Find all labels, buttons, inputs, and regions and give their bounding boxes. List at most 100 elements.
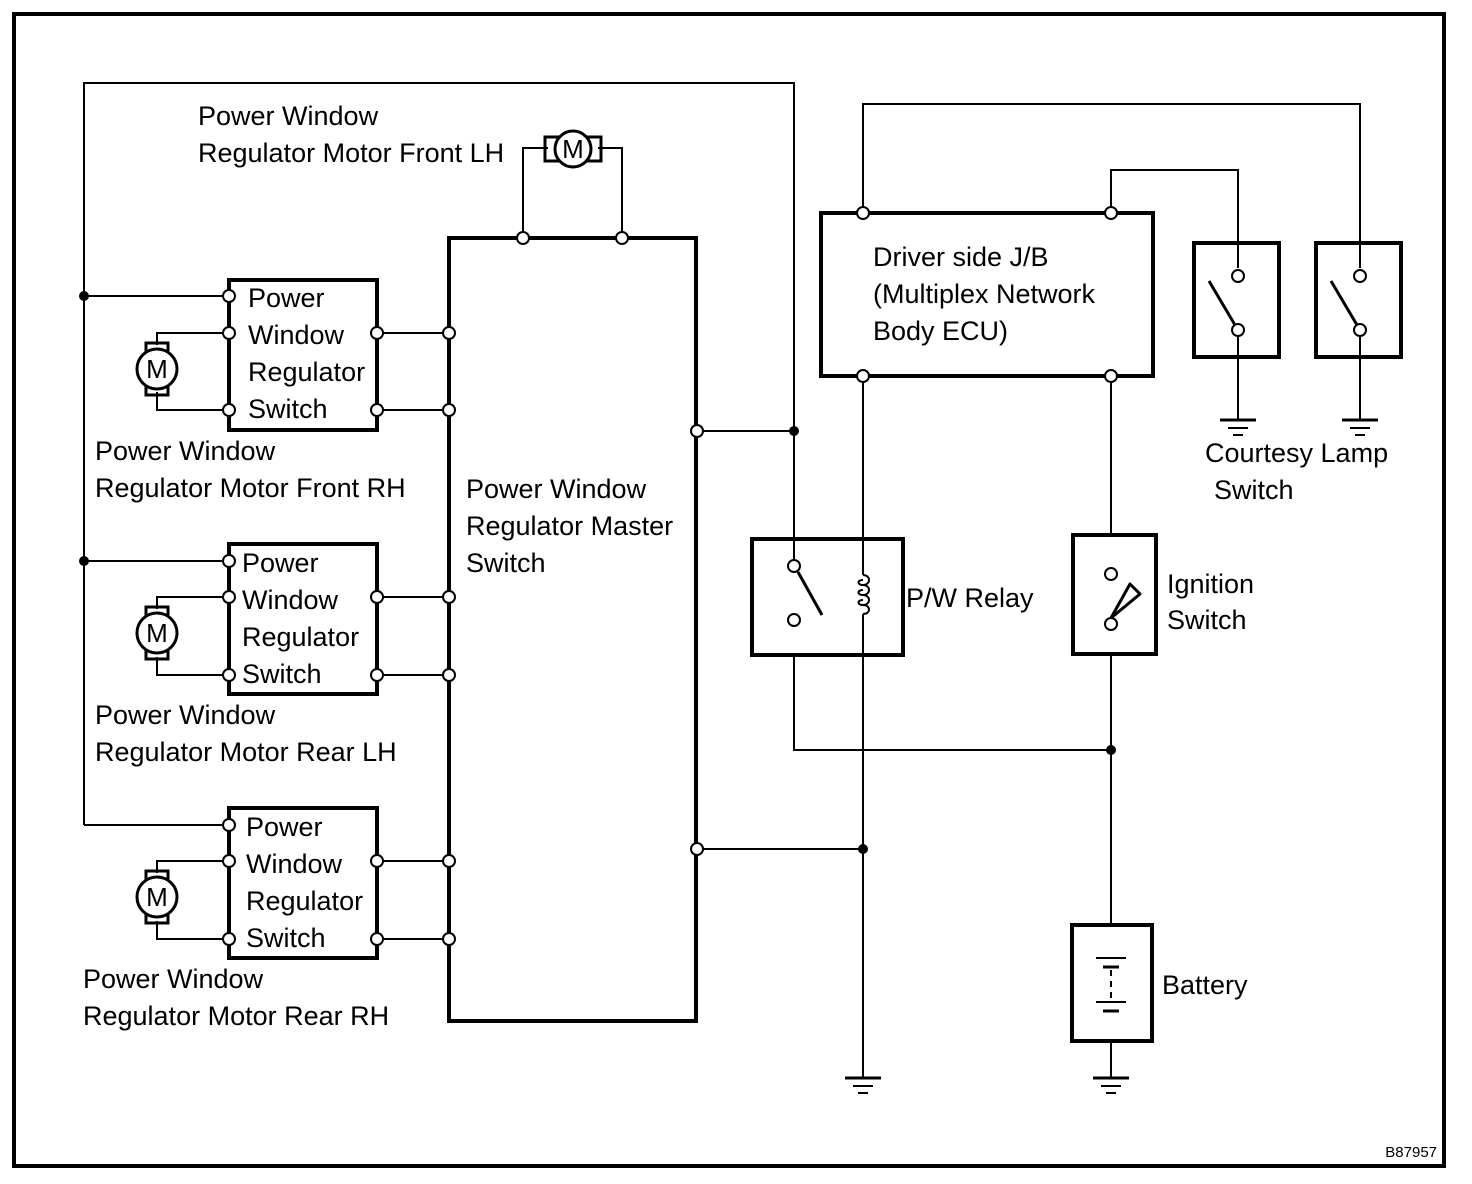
courtesy-lamp-switch-1 bbox=[1192, 241, 1281, 359]
battery-label: Battery bbox=[1162, 970, 1248, 1000]
ground-icon bbox=[845, 1076, 881, 1094]
motor-rear-lh-label-2: Regulator Motor Rear LH bbox=[95, 737, 397, 767]
switch-label: Regulator bbox=[246, 886, 363, 916]
switch-rear-lh: M Power Window Regulator Switch bbox=[135, 542, 449, 696]
relay-coil-loops bbox=[857, 579, 864, 606]
terminal bbox=[370, 590, 384, 604]
terminal bbox=[1231, 269, 1245, 283]
switch-label: Window bbox=[248, 320, 345, 350]
terminal bbox=[222, 289, 236, 303]
terminal bbox=[370, 403, 384, 417]
motor-front-lh-label-1: Power Window bbox=[198, 101, 379, 131]
wire bbox=[156, 392, 229, 411]
terminal bbox=[222, 932, 236, 946]
switch-label: Power bbox=[246, 812, 323, 842]
master-switch-label-2: Regulator Master bbox=[466, 511, 673, 541]
switch-rear-rh: M Power Window Regulator Switch bbox=[135, 806, 449, 960]
switch-front-rh-box bbox=[227, 278, 379, 432]
ignition-label-2: Switch bbox=[1167, 605, 1247, 635]
terminal bbox=[1353, 269, 1367, 283]
junction-block-label-3: Body ECU) bbox=[873, 316, 1008, 346]
relay-contact-icon bbox=[796, 571, 824, 616]
switch-rear-lh-box bbox=[227, 542, 379, 696]
ground-icon bbox=[1220, 418, 1256, 436]
terminal bbox=[370, 668, 384, 682]
switch-label: Window bbox=[246, 849, 343, 879]
terminal bbox=[442, 590, 456, 604]
switch-label: Switch bbox=[246, 923, 326, 953]
switch-box bbox=[1192, 241, 1281, 359]
relay-box bbox=[750, 537, 905, 657]
ignition-switch bbox=[1071, 533, 1158, 656]
switch-label: Window bbox=[242, 585, 339, 615]
motor-front-lh-wire-left bbox=[522, 147, 548, 238]
pw-relay-label: P/W Relay bbox=[906, 583, 1034, 613]
terminal bbox=[690, 842, 704, 856]
ignition-box bbox=[1071, 533, 1158, 656]
motor-front-lh: M bbox=[522, 129, 623, 238]
courtesy-lamp-switch-2 bbox=[1314, 241, 1403, 359]
switch-box bbox=[1314, 241, 1403, 359]
switch-label: Power bbox=[248, 283, 325, 313]
diagram-frame bbox=[12, 12, 1446, 1168]
courtesy-lamp-label-1: Courtesy Lamp bbox=[1205, 438, 1388, 468]
motor-icon bbox=[135, 347, 179, 391]
switch-rear-rh-box bbox=[227, 806, 379, 960]
ignition-label-1: Ignition bbox=[1167, 569, 1254, 599]
terminal bbox=[442, 326, 456, 340]
terminal bbox=[1104, 369, 1118, 383]
terminal bbox=[222, 403, 236, 417]
junction-block-label-1: Driver side J/B bbox=[873, 242, 1049, 272]
switch-label: Regulator bbox=[248, 357, 365, 387]
terminal bbox=[1353, 323, 1367, 337]
terminal bbox=[222, 326, 236, 340]
terminals bbox=[222, 206, 1367, 946]
terminal bbox=[222, 818, 236, 832]
switch-label: Regulator bbox=[242, 622, 359, 652]
wire bbox=[156, 596, 229, 609]
terminal bbox=[1104, 567, 1118, 581]
motor-symbol: M bbox=[146, 882, 168, 912]
terminal bbox=[1104, 617, 1118, 631]
splice-dot bbox=[79, 556, 89, 566]
splice-dot bbox=[789, 426, 799, 436]
terminal bbox=[442, 668, 456, 682]
splice-dot bbox=[79, 291, 89, 301]
terminal bbox=[856, 369, 870, 383]
terminal bbox=[222, 668, 236, 682]
ground-icon bbox=[1093, 1076, 1129, 1094]
terminal bbox=[442, 854, 456, 868]
battery bbox=[1070, 923, 1154, 1043]
wire bbox=[156, 332, 229, 345]
switch-blade-icon bbox=[1207, 280, 1237, 326]
figure-id: B87957 bbox=[1385, 1144, 1437, 1161]
terminal bbox=[222, 590, 236, 604]
switch-label: Switch bbox=[248, 394, 328, 424]
terminal bbox=[787, 613, 801, 627]
terminal bbox=[370, 854, 384, 868]
wire bbox=[156, 921, 229, 940]
courtesy-lamp-label-2: Switch bbox=[1214, 475, 1294, 505]
motor-icon bbox=[135, 611, 179, 655]
motor-front-rh-label-2: Regulator Motor Front RH bbox=[95, 473, 406, 503]
wire-left-bus bbox=[83, 82, 1111, 825]
terminal bbox=[442, 403, 456, 417]
motor-symbol: M bbox=[146, 618, 168, 648]
master-switch-label-3: Switch bbox=[466, 548, 546, 578]
motor-rear-rh-label-2: Regulator Motor Rear RH bbox=[83, 1001, 389, 1031]
terminal bbox=[222, 854, 236, 868]
motor-front-lh-label-2: Regulator Motor Front LH bbox=[198, 138, 504, 168]
terminal bbox=[516, 231, 530, 245]
junction-block-box bbox=[819, 211, 1155, 378]
junction-block-label-2: (Multiplex Network bbox=[873, 279, 1096, 309]
switch-blade-icon bbox=[1329, 280, 1359, 326]
motor-rear-lh-label-1: Power Window bbox=[95, 700, 276, 730]
wire-jb-to-courtesy-2 bbox=[862, 103, 1361, 243]
wire-jb-to-courtesy-1 bbox=[1110, 169, 1239, 243]
motor-symbol: M bbox=[146, 354, 168, 384]
motor-icon bbox=[553, 129, 593, 169]
motor-front-rh-label-1: Power Window bbox=[95, 436, 276, 466]
motor-rear-rh-label-1: Power Window bbox=[83, 964, 264, 994]
wire bbox=[156, 657, 229, 676]
